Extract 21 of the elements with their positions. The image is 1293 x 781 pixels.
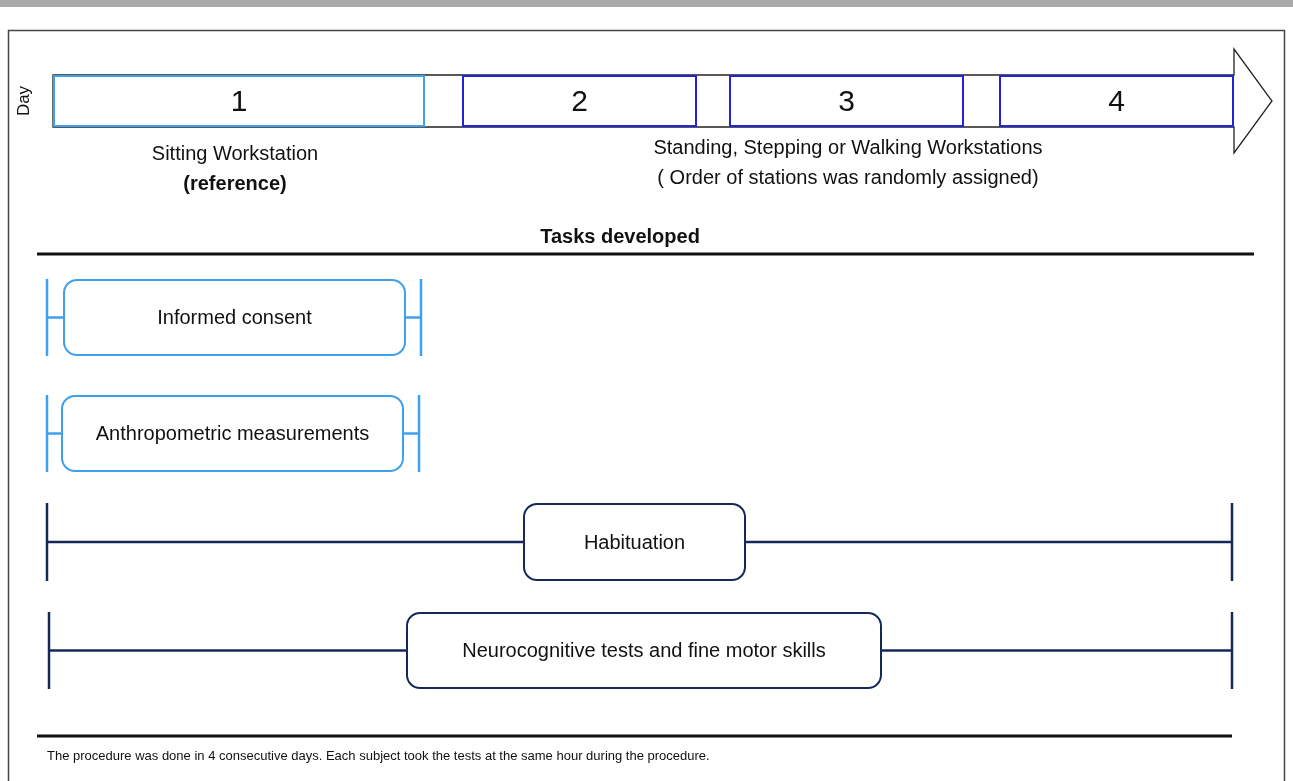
day-number: 4 <box>1108 84 1125 118</box>
task-label: Neurocognitive tests and fine motor skills <box>462 639 826 662</box>
day-number: 1 <box>230 84 248 118</box>
day-box <box>729 75 964 127</box>
station-caption: (reference) <box>183 172 287 195</box>
station-caption: ( Order of stations was randomly assigned) <box>657 166 1039 189</box>
task-label: Anthropometric measurements <box>95 422 370 445</box>
day-box <box>53 75 425 127</box>
caption: The procedure was done in 4 consecutive days. Each subject took the tests at the same hour during the procedure. <box>47 748 710 763</box>
task-box <box>523 503 746 581</box>
day-box <box>462 75 697 127</box>
task-label: Habituation <box>583 530 686 554</box>
day-box <box>999 75 1234 127</box>
day-number: 3 <box>838 84 855 118</box>
day-number: 2 <box>571 84 588 118</box>
task-label: Informed consent <box>157 306 312 329</box>
task-box <box>406 612 882 689</box>
station-caption: Sitting Workstation <box>151 142 319 165</box>
station-caption: Standing, Stepping or Walking Workstations <box>653 136 1043 159</box>
section-heading: Tasks developed <box>540 225 700 248</box>
axis-label: Day <box>14 85 34 117</box>
